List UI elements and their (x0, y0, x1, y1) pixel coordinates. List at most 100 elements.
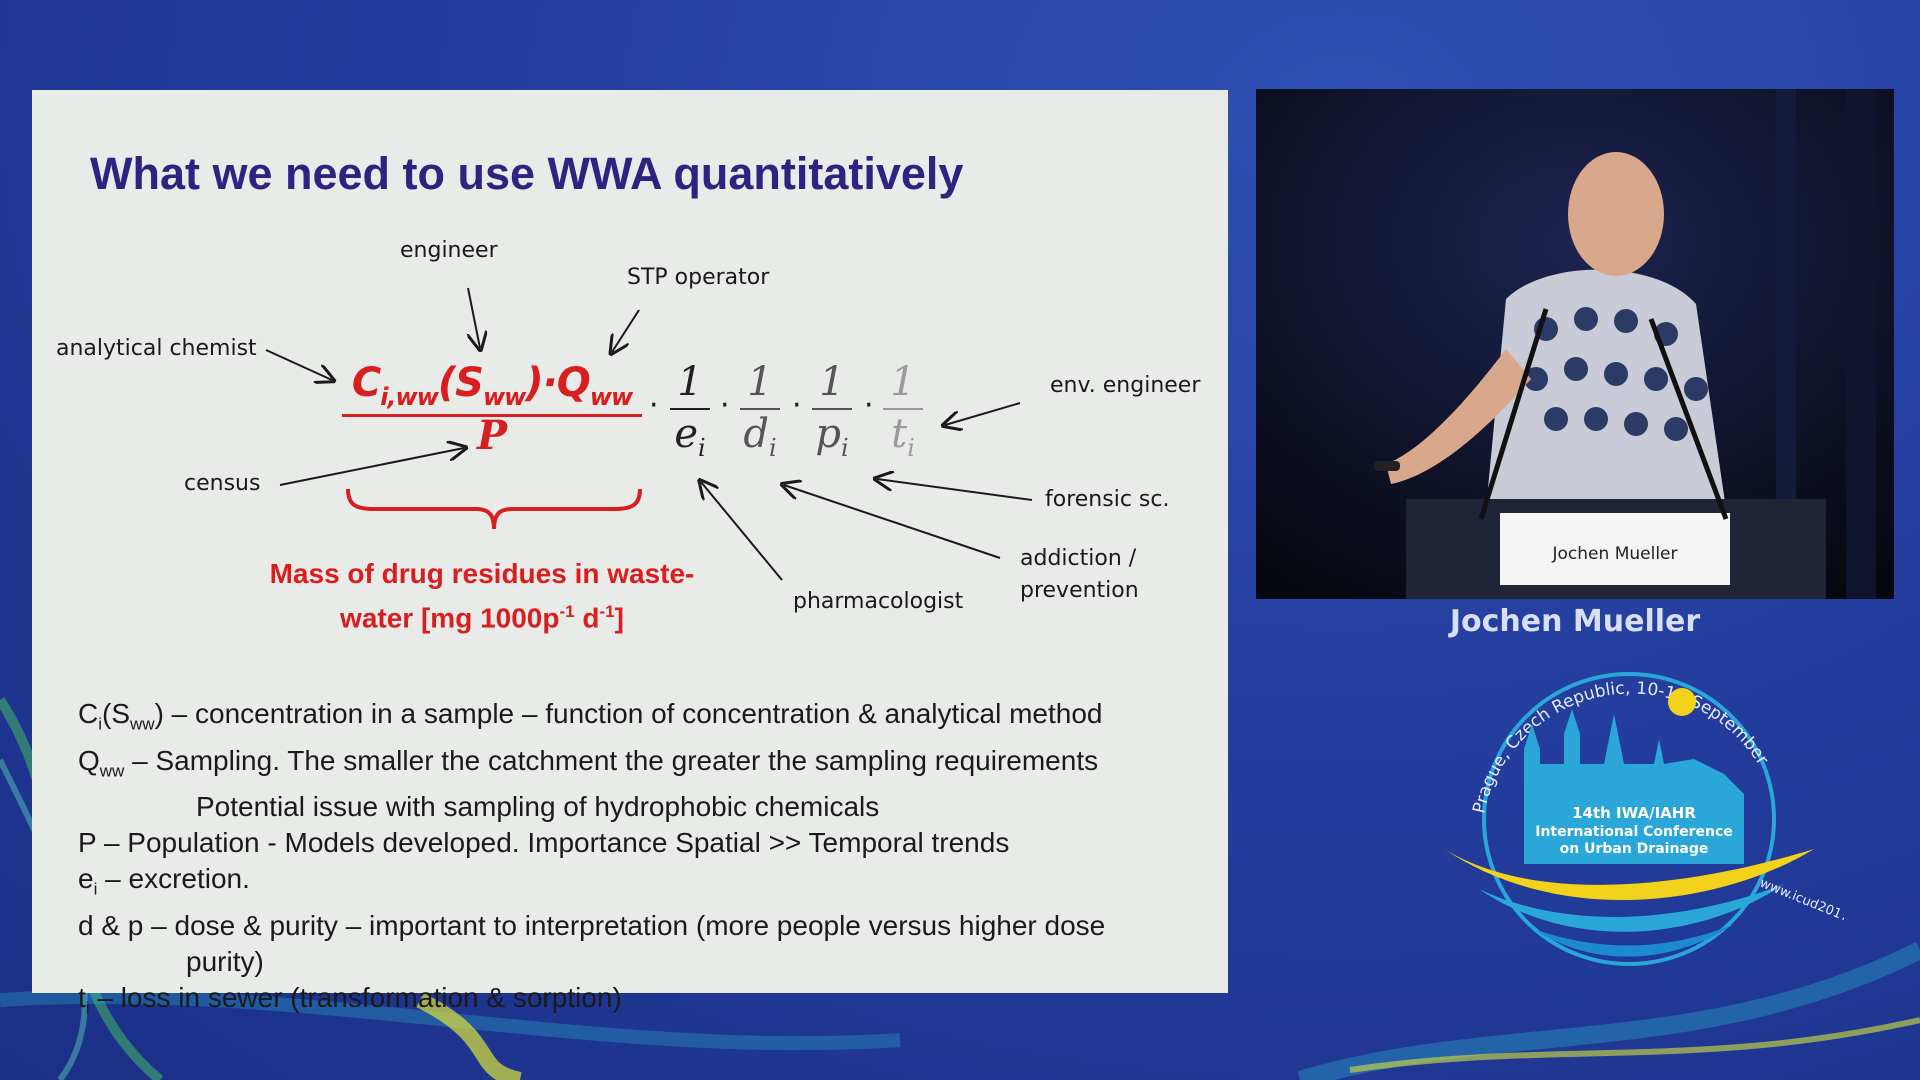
factor-bar (883, 408, 923, 410)
formula-dot: · (720, 388, 730, 423)
factor-numerator: 1 (677, 359, 703, 405)
speaker-name: Jochen Mueller (1449, 604, 1701, 639)
factor-den-symbol: t (891, 411, 908, 457)
slide-title: What we need to use WWA quantitatively (90, 148, 964, 199)
nameplate-text: Jochen Mueller (1552, 544, 1678, 564)
factor-den-sub: i (697, 434, 706, 462)
formula-dot: · (792, 388, 802, 423)
mass-text-sup: -1 (599, 602, 615, 621)
list-item: P – Population - Models developed. Impor… (78, 827, 1010, 859)
factor-den-sub: i (907, 434, 915, 462)
formula-s-sub: ww (482, 383, 526, 411)
formula-c-sub: i,ww (380, 383, 439, 411)
speaker-video-frame: Jochen Mueller (1256, 89, 1894, 599)
factor-denominator: ti (880, 410, 926, 472)
factor-bar (812, 408, 852, 410)
formula: Ci,ww(Sww)·Qww P · 1 ei · 1 di · 1 pi · … (342, 360, 1002, 510)
list-item: d & p – dose & purity – important to int… (78, 909, 1106, 941)
factor-excretion: 1 ei (667, 360, 713, 472)
factor-den-sub: i (840, 434, 849, 462)
list-item: Potential issue with sampling of hydroph… (196, 791, 880, 823)
speaker-head (1568, 152, 1664, 276)
label-engineer: engineer (400, 238, 498, 263)
text-part: e (78, 863, 94, 895)
logo-ring (1482, 672, 1776, 966)
logo-line3: on Urban Drainage (1560, 841, 1709, 857)
text-part: – Sampling. The smaller the catchment th… (124, 744, 1099, 776)
text-part: ) – concentration in a sample – function… (154, 698, 1103, 729)
list-item: ei – excretion. (78, 861, 1218, 908)
factor-purity: 1 pi (809, 360, 855, 472)
logo-line1: 14th IWA/IAHR (1572, 804, 1696, 822)
logo-sun (1668, 688, 1696, 716)
conference-logo: Prague, Czech Republic, 10-15 September … (1424, 654, 1844, 966)
factor-den-symbol: d (743, 411, 769, 457)
factor-denominator: di (737, 410, 783, 472)
formula-dot: · (649, 388, 659, 423)
logo-line2: International Conference (1535, 824, 1732, 840)
mass-text-sup: -1 (559, 602, 575, 621)
text-sub: i (93, 879, 98, 899)
factor-transformation: 1 ti (880, 360, 926, 472)
text-part: t (78, 981, 86, 1013)
formula-dot: · (864, 388, 874, 423)
formula-q: )·Q (525, 360, 590, 406)
label-stp-operator: STP operator (627, 265, 770, 290)
factor-numerator: 1 (819, 359, 845, 405)
factor-den-symbol: p (815, 411, 841, 457)
presentation-slide: What we need to use WWA quantitatively e… (32, 90, 1228, 1017)
label-forensic: forensic sc. (1045, 487, 1170, 512)
mass-text-part: ] (614, 602, 624, 634)
mass-text-part: water [mg 1000p (340, 602, 560, 634)
formula-fraction-bar (342, 414, 642, 417)
label-analytical-chemist: analytical chemist (56, 336, 257, 361)
explanation-list: Ci(Sww) – concentration in a sample – fu… (78, 696, 1218, 1026)
speaker-video: Jochen Mueller (1256, 89, 1894, 599)
text-sub: ww (130, 714, 155, 734)
text-part: C (78, 698, 99, 729)
text-part: (S (102, 698, 131, 729)
nameplate (1500, 513, 1730, 585)
factor-numerator: 1 (747, 359, 773, 405)
formula-denominator: P (476, 412, 508, 459)
factor-bar (670, 408, 710, 410)
label-addiction: addiction / (1020, 546, 1137, 571)
text-part: – loss in sewer (transformation & sorpti… (89, 981, 622, 1013)
list-item: Ci(Sww) – concentration in a sample – fu… (78, 696, 1218, 743)
mass-text-line2: water [mg 1000p-1 d-1] (242, 593, 722, 637)
factor-denominator: pi (809, 410, 855, 472)
formula-c: C (351, 360, 381, 406)
formula-s: (S (437, 360, 484, 406)
text-part: Q (78, 744, 100, 776)
label-env-engineer: env. engineer (1050, 373, 1201, 398)
annotation-arrows (265, 287, 1033, 581)
factor-bar (740, 408, 780, 410)
logo-wave-blue (1479, 884, 1784, 932)
factor-den-symbol: e (674, 411, 698, 457)
list-item: purity) (186, 945, 264, 977)
text-sub: ww (99, 761, 125, 781)
text-sub: i (98, 714, 103, 734)
logo-wave-yellow (1444, 849, 1814, 901)
factor-numerator: 1 (890, 359, 916, 405)
text-sub: i (85, 998, 90, 1018)
mass-text-line1: Mass of drug residues in waste- (269, 558, 695, 589)
presenter-remote (1374, 461, 1400, 471)
label-pharmacologist: pharmacologist (793, 589, 964, 614)
factor-denominator: ei (667, 410, 713, 472)
logo-url: www.icud2017.org (1758, 876, 1844, 935)
mass-of-drug-residues-text: Mass of drug residues in waste- water [m… (242, 555, 722, 637)
logo-wave-blue-2 (1534, 924, 1734, 957)
factor-dose: 1 di (737, 360, 783, 472)
logo-castle (1524, 709, 1744, 804)
formula-numerator: Ci,ww(Sww)·Qww (342, 360, 642, 411)
text-part: – excretion. (97, 863, 250, 895)
formula-q-sub: ww (589, 383, 633, 411)
factor-den-sub: i (768, 434, 777, 462)
label-census: census (184, 471, 261, 496)
curly-brace (346, 488, 642, 530)
mass-text-part: d (574, 602, 600, 634)
logo-panel (1524, 794, 1744, 864)
list-item: ti – loss in sewer (transformation & sor… (78, 980, 1218, 1027)
